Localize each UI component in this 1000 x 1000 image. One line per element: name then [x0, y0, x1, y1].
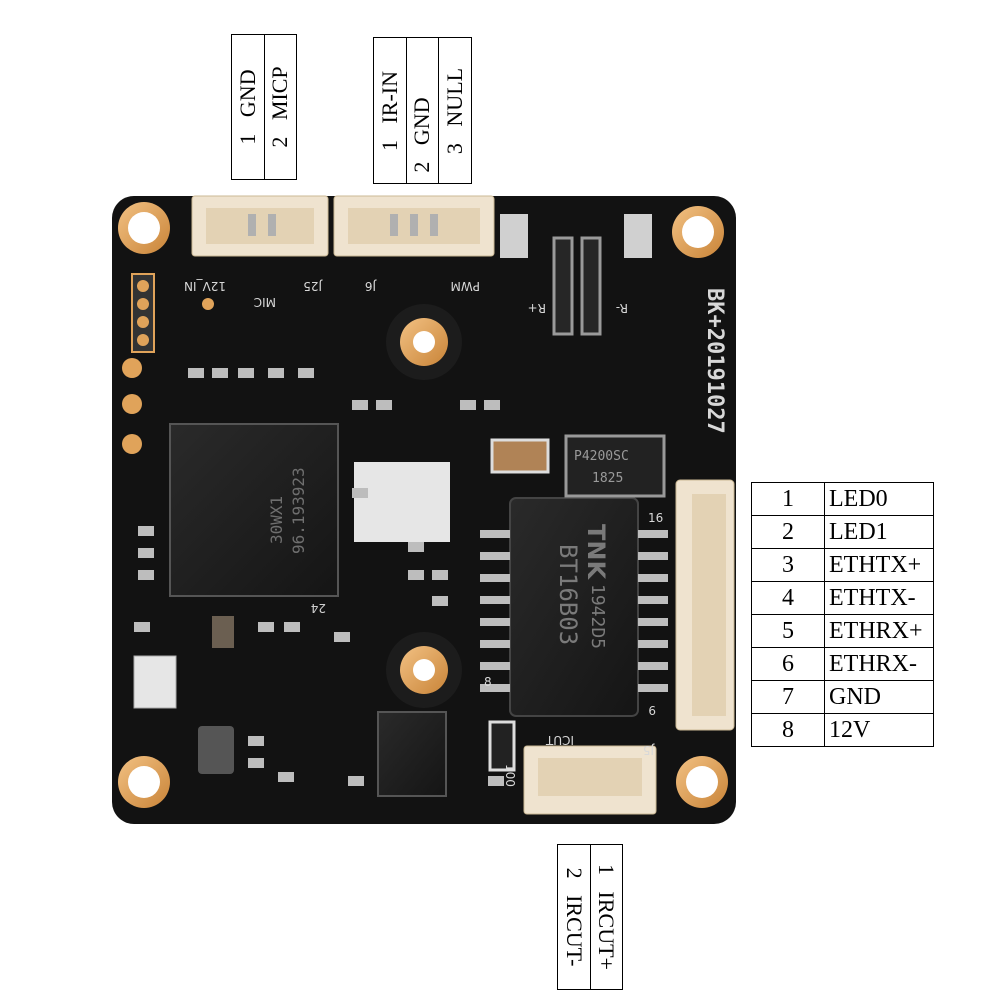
ethernet-transformer: TNK 1942D5 BT16B03	[509, 497, 639, 717]
flash-chip	[377, 711, 447, 797]
transformer-leads	[480, 530, 668, 692]
silk-100: 100	[503, 764, 517, 787]
pin-number: 1	[376, 139, 402, 151]
connector-j5	[523, 745, 657, 815]
silk-r-minus: R-	[616, 301, 628, 315]
pin-number: 2	[267, 136, 293, 148]
pin-number: 8	[751, 713, 825, 747]
pin-signal: ETHTX-	[824, 581, 934, 615]
pin-number: 3	[751, 548, 825, 582]
pin-signal: IRCUT+	[594, 891, 620, 970]
silk-mic: MIC	[254, 295, 276, 309]
pin-number: 5	[751, 614, 825, 648]
pin-signal: GND	[234, 69, 260, 118]
smd-component-1	[212, 616, 234, 648]
pin-number: 1	[234, 133, 260, 145]
resistor-100	[488, 720, 516, 772]
ethernet-side-connector	[675, 479, 735, 731]
mounting-hole-top-left	[118, 202, 170, 254]
diode-marking: P4200SC	[574, 449, 629, 464]
mounting-hole-center-bottom	[386, 632, 462, 708]
silk-icut: ICUT	[545, 733, 574, 747]
pin-signal: ETHRX-	[824, 647, 934, 681]
smd-components	[134, 368, 504, 786]
silk-pin-9: 9	[648, 703, 656, 717]
diode-p4200sc: P4200SC 1825	[564, 434, 666, 498]
silk-pin-16: 16	[648, 511, 663, 525]
connector-j6	[333, 195, 495, 257]
pinout-j6-col-3: 3 NULL	[438, 37, 472, 184]
silk-j25: J25	[303, 279, 323, 293]
resistor-r-minus	[580, 236, 602, 336]
mounting-hole-bottom-right	[676, 756, 728, 808]
soc-marking-line1: 30WX1	[267, 496, 286, 544]
transformer-code: 1942D5	[587, 584, 608, 649]
transformer-model: BT16B03	[554, 544, 582, 645]
pin-signal: 12V	[824, 713, 934, 747]
soc-marking-line2: 96.193923	[289, 467, 308, 554]
header-pads-left	[122, 273, 214, 454]
mounting-hole-top-right	[672, 206, 724, 258]
mounting-hole-bottom-left	[118, 756, 170, 808]
pinout-j6-col-2: 2 GND	[405, 37, 440, 184]
transformer-brand: TNK	[582, 524, 610, 580]
inductor	[198, 726, 234, 774]
crystal-oscillator	[133, 655, 177, 709]
pinout-table-ircut: 2 IRCUT- 1 IRCUT+	[557, 844, 623, 990]
pinout-table-j6: 1 IR-IN 2 GND 3 NULL	[373, 37, 472, 184]
pin-number: 4	[751, 581, 825, 615]
silk-r-plus: R+	[528, 301, 546, 315]
diode-date: 1825	[592, 471, 623, 486]
pin-number: 1	[594, 864, 620, 876]
main-soc-chip: 30WX1 96.193923	[169, 423, 339, 597]
camera-module-pcb: BK+20191027 30WX1 96.193923 24 TNK 1942D…	[112, 195, 736, 824]
pin-signal: LED1	[824, 515, 934, 549]
pin-signal: LED0	[824, 482, 934, 516]
pinout-table-j25: 1 GND 2 MICP	[231, 34, 297, 180]
pinout-j6-col-1: 1 IR-IN	[373, 37, 407, 184]
pin-signal: IRCUT-	[561, 895, 587, 967]
silk-j6: J6	[365, 279, 377, 293]
pin-number: 2	[561, 867, 587, 879]
pin-number: 3	[442, 142, 468, 154]
resistor-r-plus	[552, 236, 574, 336]
silk-pin-8: 8	[484, 675, 492, 689]
pinout-ircut-col-1: 1 IRCUT+	[589, 844, 623, 990]
connector-j25	[191, 195, 329, 257]
pin-number: 1	[751, 482, 825, 516]
board-revision-silk: BK+20191027	[702, 288, 727, 434]
mounting-hole-center-top	[386, 304, 462, 380]
pin-number: 2	[409, 161, 435, 173]
tantalum-capacitor	[490, 438, 550, 474]
pin-signal: GND	[409, 96, 435, 145]
pin-signal: MICP	[267, 66, 293, 121]
silk-j5: J5	[643, 743, 655, 757]
pin-signal: IR-IN	[376, 70, 402, 124]
pin-number: 2	[751, 515, 825, 549]
silk-12v-in: 12V_IN	[184, 279, 226, 293]
pin-signal: NULL	[442, 67, 468, 127]
pinout-j25-col-1: 1 GND	[231, 34, 265, 180]
pin-signal: ETHTX+	[824, 548, 934, 582]
soc-pin-24: 24	[311, 601, 326, 615]
silk-block	[354, 462, 450, 542]
silk-pwm: PWM	[451, 279, 480, 293]
pin-number: 6	[751, 647, 825, 681]
pin-signal: ETHRX+	[824, 614, 934, 648]
pin-signal: GND	[824, 680, 934, 714]
pinout-ircut-col-2: 2 IRCUT-	[557, 844, 591, 990]
pin-number: 7	[751, 680, 825, 714]
pinout-j25-col-2: 2 MICP	[263, 34, 297, 180]
